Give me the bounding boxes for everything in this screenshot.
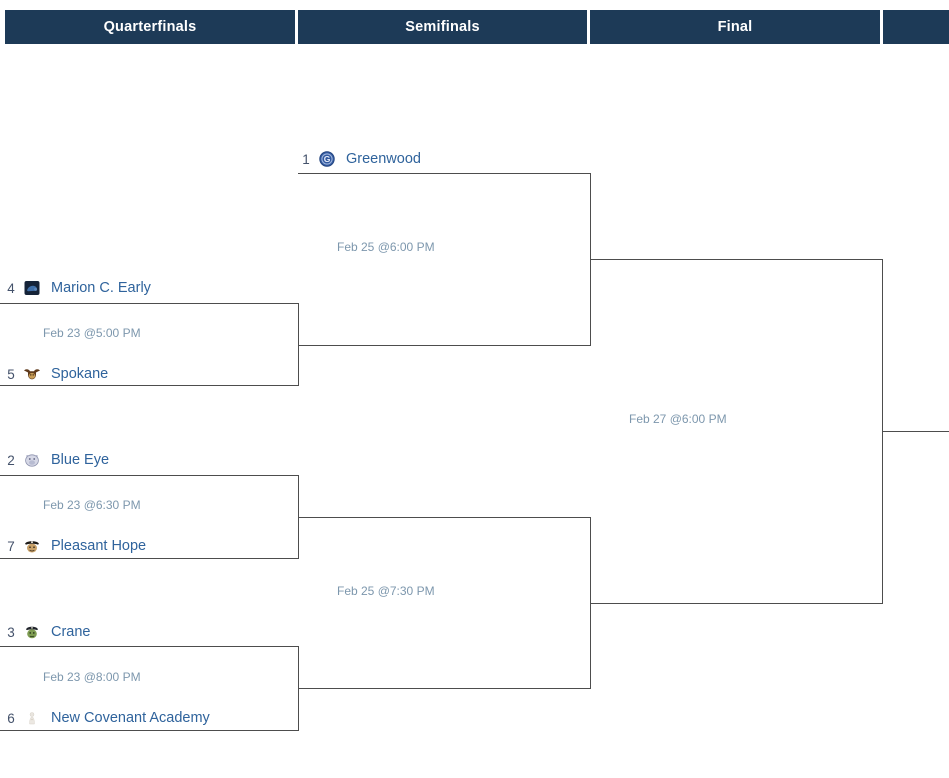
- column-header-quarterfinals: Quarterfinals: [5, 10, 295, 44]
- panther-logo-icon: [23, 280, 41, 296]
- column-header-final: Final: [590, 10, 880, 44]
- bracket-line-qf1-vertical: [298, 303, 299, 386]
- team-entry-new-covenant-academy[interactable]: 6 New Covenant Academy: [6, 707, 210, 729]
- match-datetime-final: Feb 27 @6:00 PM: [629, 412, 727, 426]
- seed-number: 6: [7, 710, 15, 726]
- column-header-label: Final: [717, 19, 753, 35]
- match-datetime-sf2: Feb 25 @7:30 PM: [337, 584, 435, 598]
- match-datetime-qf1: Feb 23 @5:00 PM: [43, 326, 141, 340]
- svg-text:G: G: [324, 154, 331, 164]
- bracket-line-final-bottom: [590, 603, 883, 604]
- column-header-label: Quarterfinals: [103, 19, 197, 35]
- bulldog-mascot-icon: [23, 452, 41, 468]
- seed-number: 1: [302, 151, 310, 167]
- bracket-line-qf2-bottom: [0, 558, 299, 559]
- team-link-marion-c-early[interactable]: Marion C. Early: [51, 280, 151, 296]
- team-link-pleasant-hope[interactable]: Pleasant Hope: [51, 538, 147, 554]
- seed-number: 4: [7, 280, 15, 296]
- team-link-blue-eye[interactable]: Blue Eye: [51, 452, 110, 468]
- bracket-line-qf3-bottom: [0, 730, 299, 731]
- match-datetime-qf2: Feb 23 @6:30 PM: [43, 498, 141, 512]
- eagle-mascot-icon: [23, 366, 41, 382]
- column-header-next-round: [883, 10, 949, 44]
- team-entry-blue-eye[interactable]: 2 Blue Eye: [6, 449, 109, 471]
- column-header-semifinals: Semifinals: [298, 10, 587, 44]
- globe-g-logo-icon: G: [318, 151, 336, 167]
- bracket-line-sf1-top: [298, 173, 591, 174]
- seed-number: 2: [7, 452, 15, 468]
- team-entry-marion-c-early[interactable]: 4 Marion C. Early: [6, 277, 151, 299]
- match-datetime-qf3: Feb 23 @8:00 PM: [43, 670, 141, 684]
- seed-number: 5: [7, 366, 15, 382]
- bracket-line-sf2-bottom: [298, 688, 591, 689]
- bracket-line-qf1-top: [0, 303, 299, 304]
- team-entry-pleasant-hope[interactable]: 7 Pleasant Hope: [6, 535, 146, 557]
- seed-number: 3: [7, 624, 15, 640]
- team-entry-greenwood[interactable]: 1 G Greenwood: [301, 148, 421, 170]
- team-link-new-covenant-academy[interactable]: New Covenant Academy: [51, 710, 210, 726]
- team-link-spokane[interactable]: Spokane: [51, 366, 109, 382]
- bracket-line-sf2-top: [298, 517, 591, 518]
- team-entry-crane[interactable]: 3 Crane: [6, 621, 91, 643]
- team-entry-spokane[interactable]: 5 Spokane: [6, 363, 108, 385]
- lion-crest-icon: [23, 710, 41, 726]
- team-link-crane[interactable]: Crane: [51, 624, 91, 640]
- match-datetime-sf1: Feb 25 @6:00 PM: [337, 240, 435, 254]
- team-link-greenwood[interactable]: Greenwood: [346, 151, 421, 167]
- bracket-line-qf3-top: [0, 646, 299, 647]
- bracket-line-champion: [882, 431, 949, 432]
- pirate-mascot-icon: [23, 538, 41, 554]
- bracket-line-qf1-bottom: [0, 385, 299, 386]
- pirate-mascot-icon: [23, 624, 41, 640]
- bracket-line-final-top: [590, 259, 883, 260]
- bracket-line-sf1-bottom: [298, 345, 591, 346]
- column-header-label: Semifinals: [405, 19, 480, 35]
- seed-number: 7: [7, 538, 15, 554]
- bracket-line-qf2-top: [0, 475, 299, 476]
